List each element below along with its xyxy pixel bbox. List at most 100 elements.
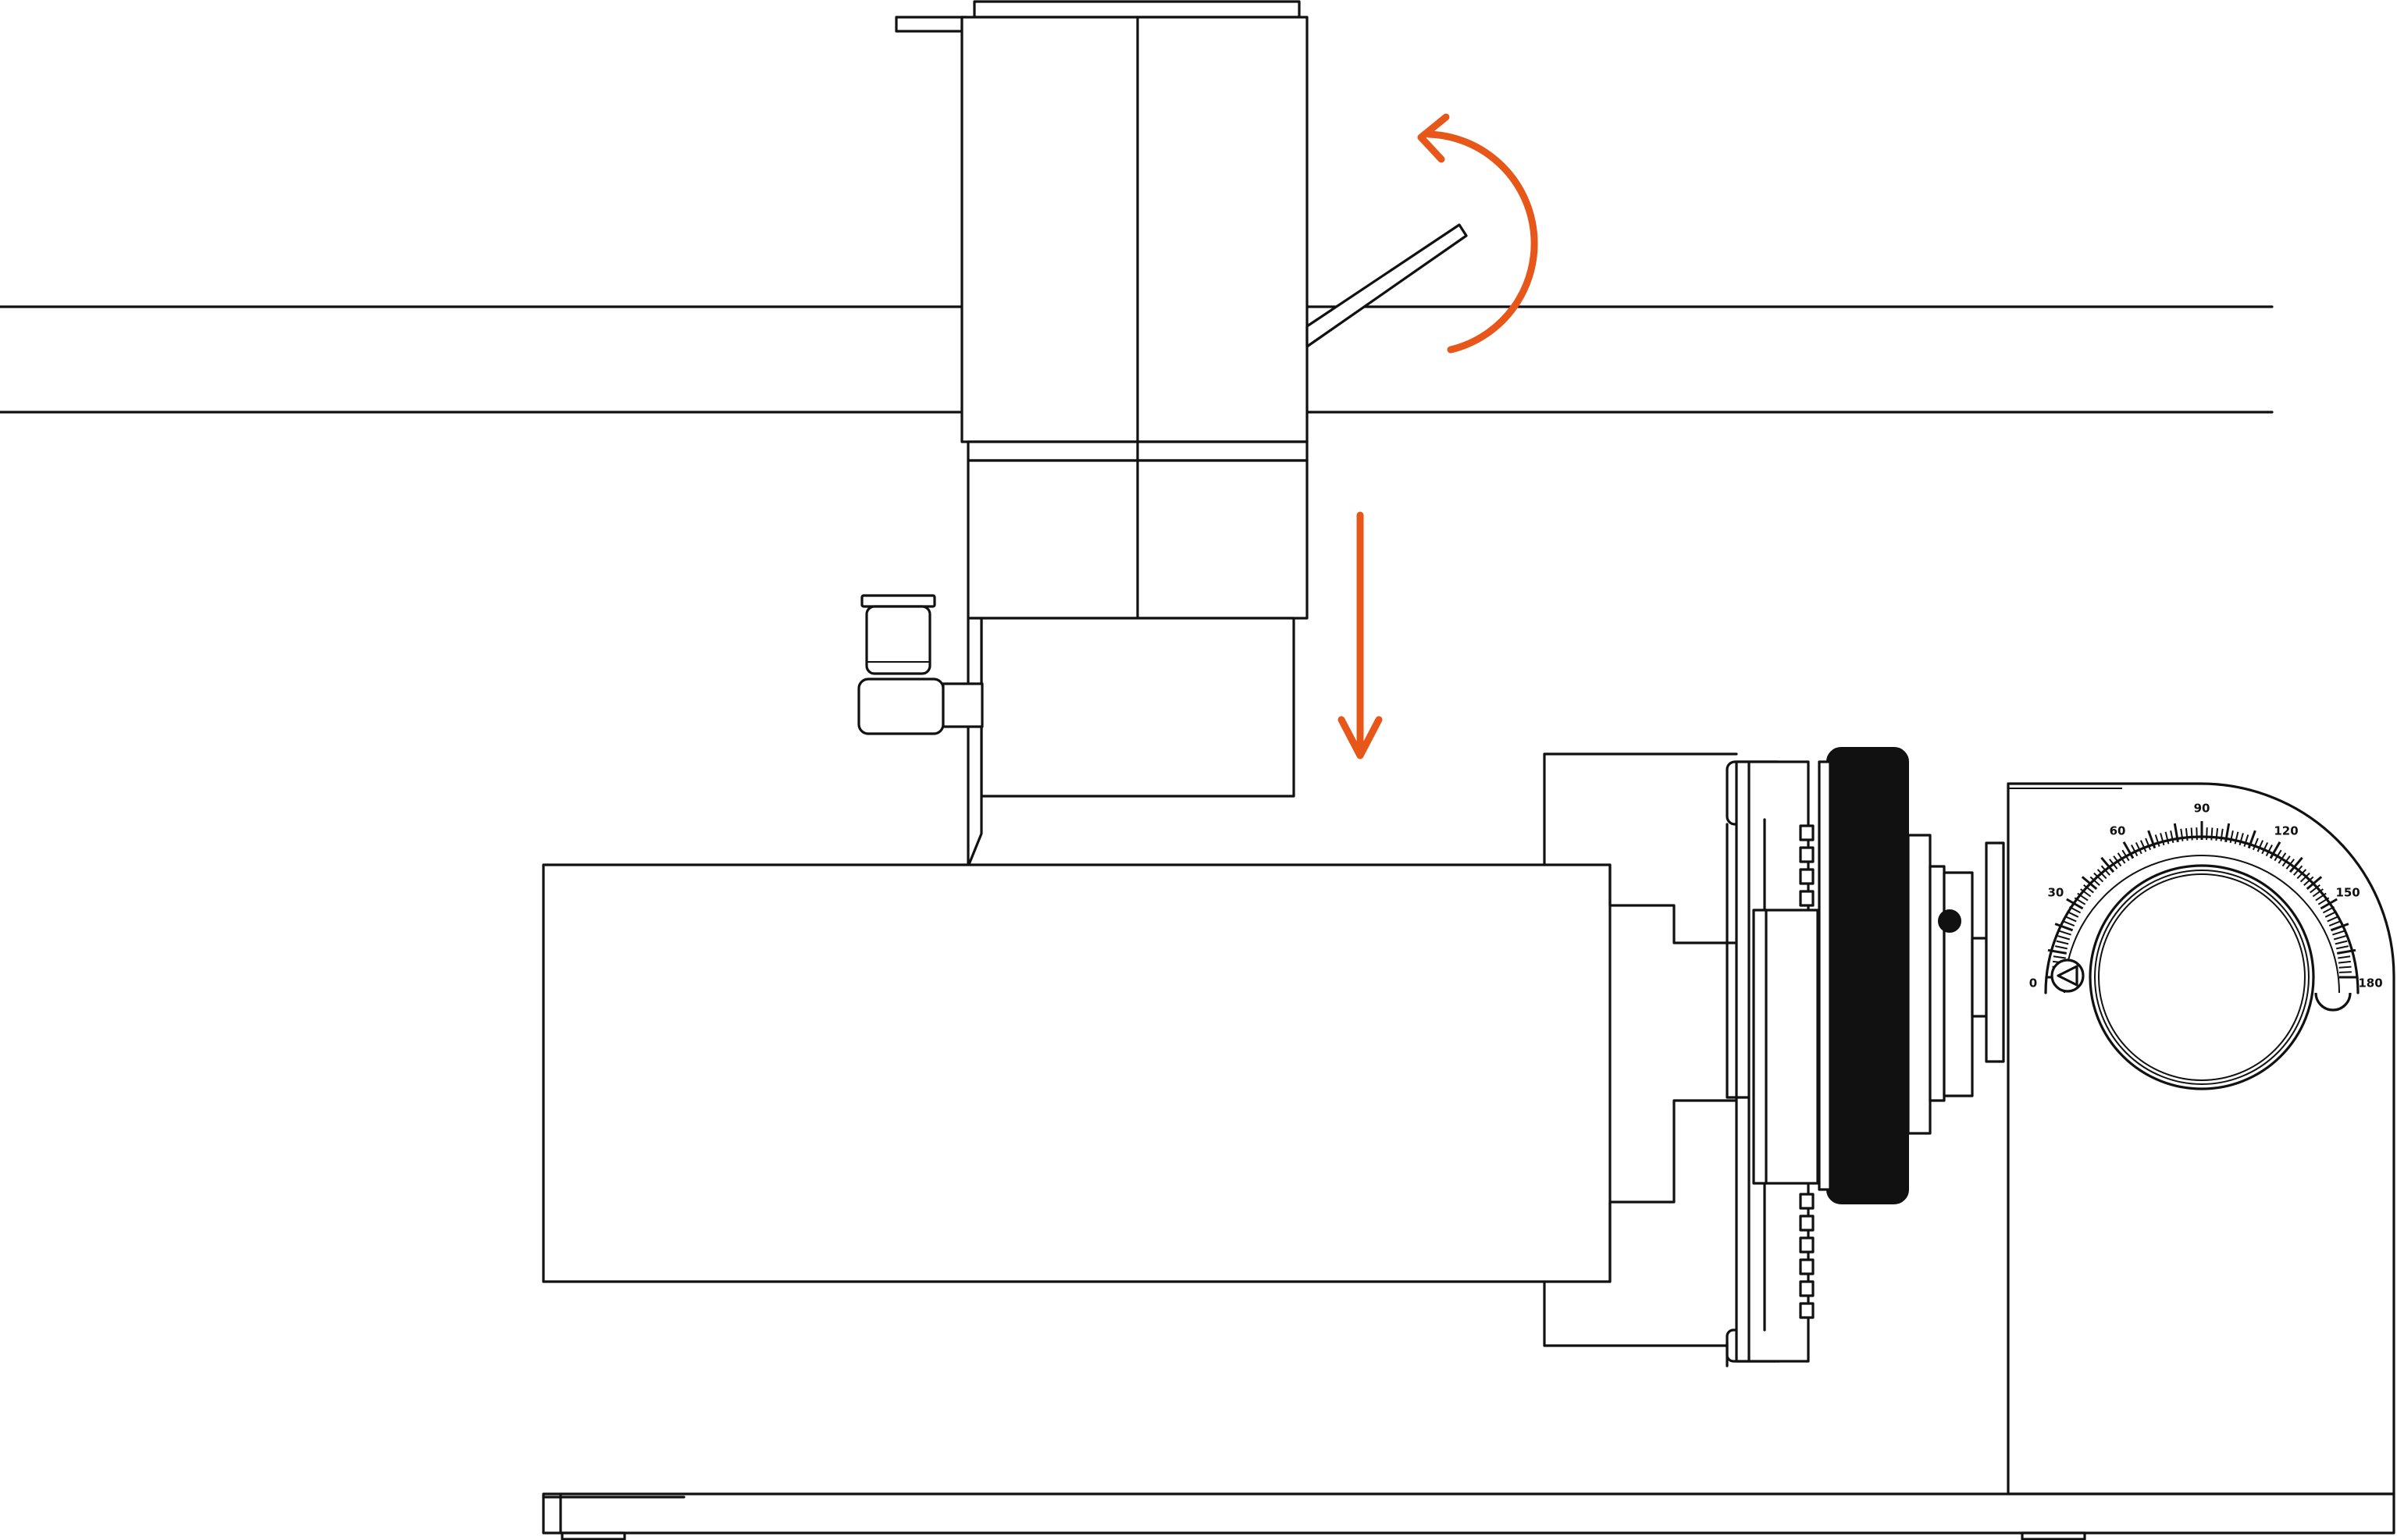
dial-tick: [2083, 884, 2094, 894]
chuck-jaws: [1543, 752, 1819, 1368]
dial-tick: [2066, 910, 2079, 918]
dial-tick: [2285, 859, 2295, 870]
dial-tick: [2330, 923, 2349, 932]
dial-tick: [2224, 823, 2231, 842]
dial-tick: [2122, 841, 2135, 859]
dial-label-30: 30: [2047, 886, 2064, 900]
head-upper-body: [960, 16, 1309, 443]
dial-tick: [2064, 915, 2077, 923]
dial-tick: [2337, 948, 2356, 955]
dial-tick: [2160, 833, 2165, 846]
dial-tick: [2252, 838, 2259, 851]
dial-tick: [2247, 830, 2256, 849]
dial-tick: [2210, 827, 2214, 841]
dial-tick: [2059, 930, 2071, 936]
dial-tick: [2135, 841, 2142, 855]
dial-label-150: 150: [2335, 886, 2360, 900]
dial-tick: [2274, 849, 2282, 862]
crossbar-rail: [0, 305, 2274, 414]
dial-tick: [2170, 830, 2174, 844]
dial-tick: [2100, 865, 2110, 876]
dial-tick: [2229, 830, 2234, 844]
dial-tick: [2322, 906, 2335, 914]
dial-tick: [2327, 915, 2339, 923]
dial-tick: [2338, 955, 2351, 959]
dial-tick: [2180, 828, 2184, 841]
dial-tick: [2117, 852, 2126, 864]
dial-tick: [2293, 865, 2303, 876]
dial-tick: [2066, 898, 2084, 910]
dial-tick: [2281, 855, 2291, 867]
dial-tick: [2220, 828, 2224, 841]
dial-tick: [2093, 872, 2104, 883]
dial-tick: [2256, 840, 2264, 852]
dial-label-0: 0: [2029, 976, 2037, 991]
dial-tick: [2089, 876, 2100, 886]
dial-tick: [2338, 971, 2352, 973]
dial-tick: [2081, 876, 2098, 891]
dial-tick: [2332, 930, 2345, 936]
dial-tick: [2069, 906, 2082, 914]
dial-tick: [2100, 856, 2115, 873]
dial-tick: [2299, 872, 2310, 883]
dial-tick: [2243, 834, 2249, 847]
dial-tick: [2328, 920, 2342, 927]
dial-tick: [2338, 966, 2352, 969]
nozzle-block: [967, 617, 1295, 868]
dial-tick: [2338, 960, 2352, 964]
lever[interactable]: [1305, 223, 1468, 348]
dial-tick: [2206, 827, 2208, 841]
knurled-ring: [1818, 747, 1974, 1204]
dial-tick: [2312, 888, 2324, 898]
dial-label-90: 90: [2194, 802, 2210, 816]
dial-tick: [2315, 892, 2327, 902]
rotate-arrow-icon: [1417, 113, 1538, 354]
dial-label-120: 120: [2274, 823, 2298, 838]
triangle-pointer-icon: [2050, 958, 2085, 993]
dial-tick: [2062, 920, 2075, 927]
dial-tick: [2215, 827, 2219, 841]
workpiece-block: [542, 863, 1612, 1283]
dial-tick: [2335, 945, 2349, 950]
dial-tick: [2333, 935, 2346, 941]
dial-tick: [2265, 845, 2273, 857]
dial-tick: [2053, 955, 2066, 959]
dial-tick: [2121, 849, 2130, 862]
air-fitting: [857, 594, 984, 735]
dial-tick: [2303, 876, 2314, 886]
down-arrow-icon: [1337, 511, 1383, 759]
dial-tick: [2131, 845, 2139, 857]
dial-tick: [2234, 831, 2239, 845]
dial-tick: [2196, 827, 2198, 841]
dial-tick: [2296, 869, 2307, 880]
dial-tick: [2324, 910, 2338, 918]
dial-tick: [2164, 831, 2170, 845]
dial-inner-ring: [2064, 855, 2340, 994]
dial-tick: [2147, 830, 2157, 849]
dial-tick: [2306, 876, 2323, 891]
dial-tick: [2154, 834, 2160, 847]
base-plate: [542, 1492, 2395, 1540]
dial-hub: [2089, 864, 2315, 1090]
dial-tick: [2080, 888, 2092, 898]
dial-tick: [2109, 859, 2118, 870]
dial-tick: [2310, 884, 2320, 894]
dial-tick: [2335, 940, 2348, 945]
dial-tick: [2057, 935, 2071, 941]
dial-tick: [2139, 840, 2147, 852]
dial-tick: [2317, 897, 2330, 905]
dial-tick: [2113, 855, 2122, 867]
spindle-flange: [1971, 841, 2005, 1063]
dial-tick: [2074, 897, 2086, 905]
dial-tick: [2077, 892, 2089, 902]
dial-tick: [2261, 841, 2269, 855]
dial-tick: [2047, 948, 2067, 955]
dial-tick: [2145, 838, 2152, 851]
dial-tick: [2320, 898, 2338, 910]
dial-tick: [2269, 841, 2281, 859]
dial-label-60: 60: [2110, 823, 2126, 838]
head-collar: [967, 440, 1309, 462]
